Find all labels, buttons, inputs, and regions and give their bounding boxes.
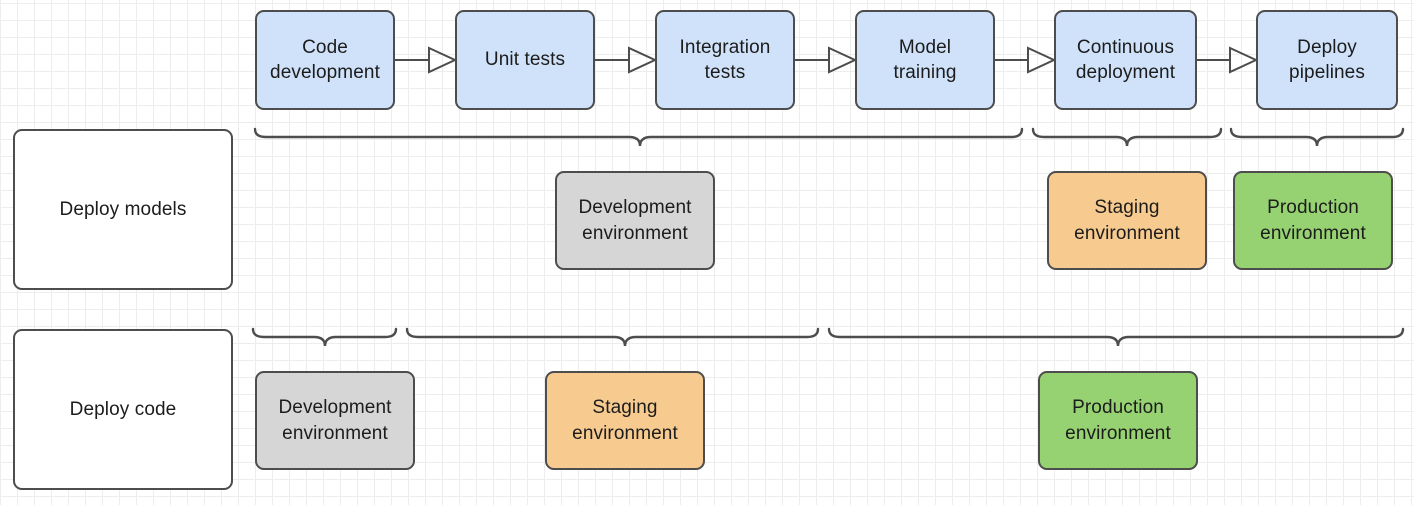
node-label: Model training (893, 36, 957, 83)
environment-box-deploy-code-staging-environment[interactable]: Staging environment (545, 371, 705, 470)
environment-box-deploy-code-production-environment[interactable]: Production environment (1038, 371, 1198, 470)
arrow-unit-tests-to-integration-tests (595, 43, 658, 77)
node-label: Development environment (278, 397, 392, 444)
brace-deploy-code-staging (405, 327, 820, 359)
node-label: Code development (270, 36, 380, 83)
stage-box-model-training[interactable]: Model training (855, 10, 995, 110)
environment-box-deploy-models-production-environment[interactable]: Production environment (1233, 171, 1393, 270)
environment-box-deploy-models-staging-environment[interactable]: Staging environment (1047, 171, 1207, 270)
arrow-code-development-to-unit-tests (395, 43, 458, 77)
environment-box-deploy-code-development-environment[interactable]: Development environment (255, 371, 415, 470)
brace-deploy-models-staging (1031, 127, 1223, 159)
row-label-box-deploy-code[interactable]: Deploy code (13, 329, 233, 490)
brace-deploy-code-production (827, 327, 1405, 359)
brace-deploy-models-production (1229, 127, 1405, 159)
node-label: Staging environment (1074, 197, 1180, 244)
node-label: Unit tests (484, 49, 566, 71)
node-label: Deploy models (59, 198, 187, 220)
node-label: Continuous deployment (1075, 36, 1176, 83)
stage-box-unit-tests[interactable]: Unit tests (455, 10, 595, 110)
brace-deploy-models-development (253, 127, 1024, 159)
node-label: Development environment (578, 197, 692, 244)
node-label: Production environment (1065, 397, 1171, 444)
arrow-model-training-to-continuous-deployment (995, 43, 1057, 77)
arrow-integration-tests-to-model-training (795, 43, 858, 77)
stage-box-integration-tests[interactable]: Integration tests (655, 10, 795, 110)
node-label: Integration tests (679, 36, 771, 83)
node-label: Deploy code (69, 398, 177, 420)
stage-box-code-development[interactable]: Code development (255, 10, 395, 110)
brace-deploy-code-development (251, 327, 398, 359)
node-label: Deploy pipelines (1289, 36, 1365, 83)
environment-box-deploy-models-development-environment[interactable]: Development environment (555, 171, 715, 270)
node-label: Staging environment (572, 397, 678, 444)
row-label-box-deploy-models[interactable]: Deploy models (13, 129, 233, 290)
stage-box-continuous-deployment[interactable]: Continuous deployment (1054, 10, 1197, 110)
node-label: Production environment (1260, 197, 1366, 244)
stage-box-deploy-pipelines[interactable]: Deploy pipelines (1256, 10, 1398, 110)
arrow-continuous-deployment-to-deploy-pipelines (1197, 43, 1259, 77)
